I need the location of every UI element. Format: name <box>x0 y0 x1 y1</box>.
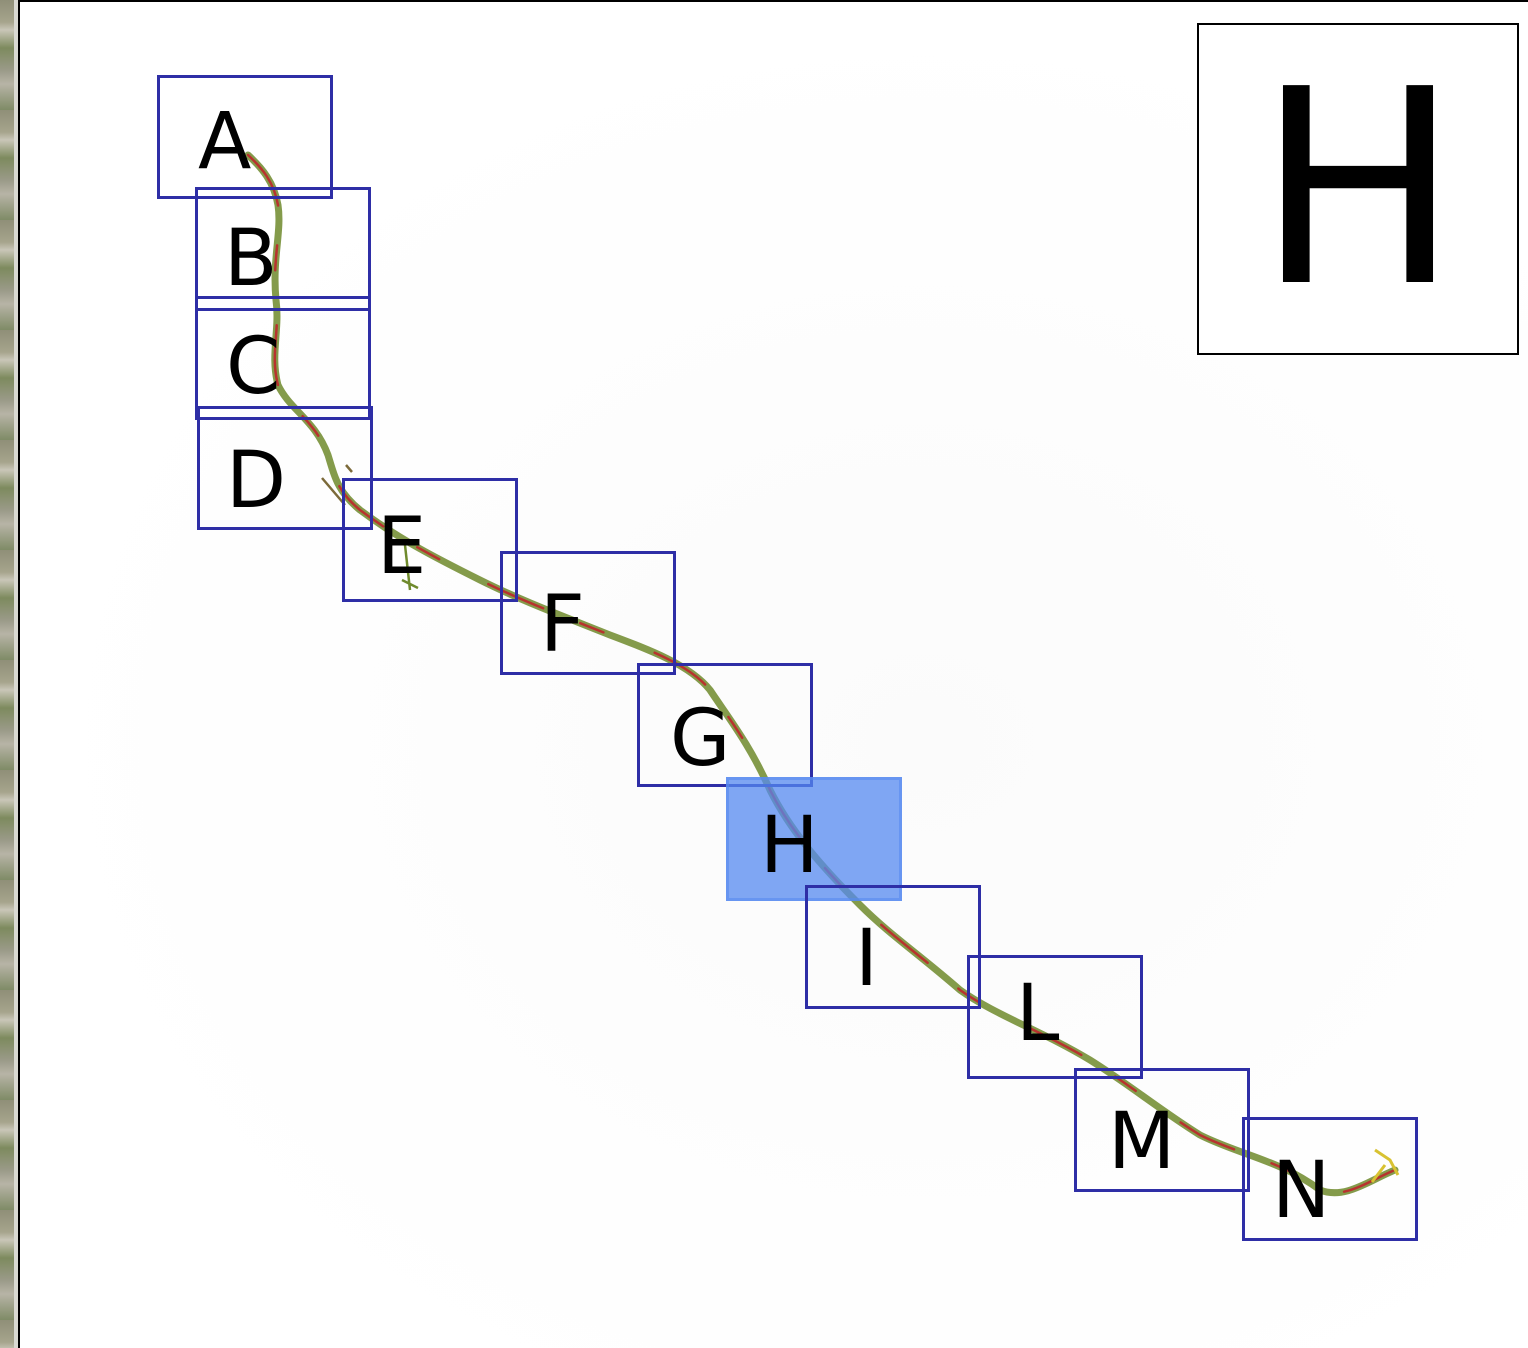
panel-label-h: H <box>760 801 819 891</box>
panel-label-g: G <box>670 694 731 784</box>
panel-label-l: L <box>1016 969 1060 1059</box>
panel-e[interactable] <box>342 478 518 602</box>
panel-label-f: F <box>540 580 585 670</box>
panel-label-b: B <box>224 214 278 304</box>
trail-branch-d <box>321 464 353 506</box>
panel-label-n: N <box>1272 1146 1331 1236</box>
panel-b[interactable] <box>195 187 371 311</box>
panel-label-a: A <box>198 97 252 187</box>
panel-n[interactable] <box>1242 1117 1418 1241</box>
aerial-imagery-strip <box>0 0 18 1348</box>
panel-g[interactable] <box>637 663 813 787</box>
selected-panel-letter: H <box>1256 31 1460 346</box>
trail-branch-e <box>401 544 419 591</box>
panel-label-i: I <box>855 914 879 1004</box>
panel-h[interactable] <box>726 777 902 901</box>
panel-label-d: D <box>226 436 287 526</box>
trail-branch-n-end <box>1370 1148 1400 1183</box>
selected-panel-indicator: H <box>1197 23 1519 355</box>
panel-l[interactable] <box>967 955 1143 1079</box>
panel-i[interactable] <box>805 885 981 1009</box>
panel-label-e: E <box>377 502 427 592</box>
panel-label-c: C <box>226 322 281 412</box>
panel-f[interactable] <box>500 551 676 675</box>
panel-label-m: M <box>1108 1097 1176 1187</box>
trail-path-core <box>246 153 1397 1194</box>
panel-d[interactable] <box>197 406 373 530</box>
panel-a[interactable] <box>157 75 333 199</box>
panel-c[interactable] <box>195 296 371 420</box>
panel-m[interactable] <box>1074 1068 1250 1192</box>
